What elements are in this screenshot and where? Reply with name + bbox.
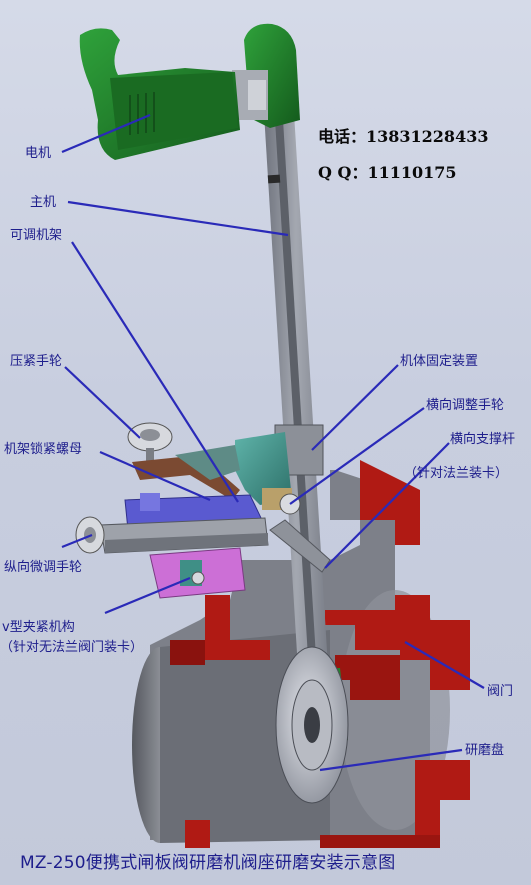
label-lateral-support-note: （针对法兰装卡） (404, 466, 509, 481)
valve-body (132, 460, 470, 848)
body-fixing-device (235, 424, 324, 505)
phone-number: 电话：13831228433 (318, 127, 489, 146)
leader-lines (61, 113, 485, 772)
v-clamp (149, 547, 246, 599)
grinding-head (275, 646, 349, 804)
label-v-clamp: v型夹紧机构 (2, 620, 75, 635)
top-gear-housing (232, 23, 300, 128)
clamp-handwheel (127, 422, 173, 468)
label-motor: 电机 (25, 146, 52, 161)
label-frame-lock-nut: 机架锁紧螺母 (4, 442, 83, 457)
label-clamp-handwheel: 压紧手轮 (10, 354, 63, 369)
label-valve: 阀门 (487, 684, 514, 699)
label-lateral-handwheel: 横向调整手轮 (426, 398, 505, 413)
label-longitudinal-handwheel: 纵向微调手轮 (4, 560, 83, 575)
motor (79, 28, 240, 161)
label-adjustable-frame: 可调机架 (10, 228, 63, 243)
label-body-fixing: 机体固定装置 (400, 354, 479, 369)
adjustable-frame-arm (132, 445, 240, 500)
longitudinal-slide (99, 517, 269, 554)
label-lateral-support-rod: 横向支撑杆 (450, 432, 516, 447)
label-main-unit: 主机 (30, 195, 57, 210)
label-v-clamp-note: （针对无法兰阀门装卡） (0, 640, 144, 655)
label-grinding-disc: 研磨盘 (465, 743, 505, 758)
diagram-caption: MZ-250便携式闸板阀研磨机阀座研磨安装示意图 (20, 853, 396, 873)
lateral-support-rod (269, 519, 331, 573)
qq-number: Q Q：11110175 (318, 163, 457, 182)
